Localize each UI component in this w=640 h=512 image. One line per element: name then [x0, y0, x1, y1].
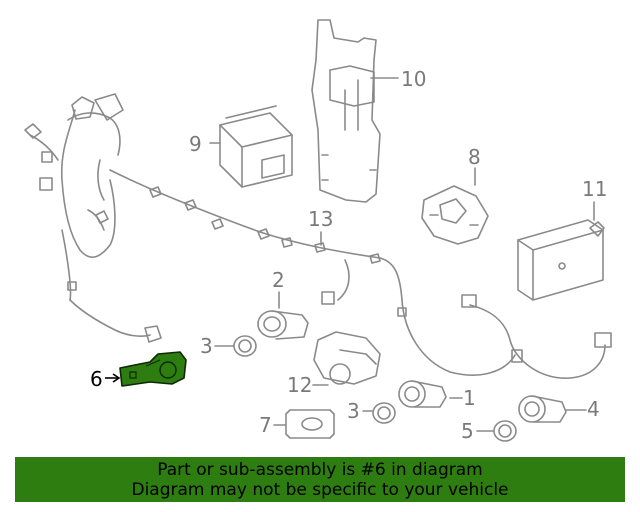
control-module-9 — [219, 105, 293, 188]
sensor-1 — [398, 380, 447, 408]
bracket-7 — [285, 409, 335, 439]
callout-1: 1 — [463, 386, 476, 410]
callout-3-upper: 3 — [200, 334, 213, 358]
callout-5: 5 — [461, 419, 474, 443]
callout-8: 8 — [468, 145, 481, 169]
banner-line-2: Diagram may not be specific to your vehi… — [131, 480, 509, 500]
grommet-5 — [493, 420, 517, 442]
callout-2: 2 — [272, 268, 285, 292]
sensor-4 — [518, 395, 567, 423]
bracket-8 — [421, 185, 489, 245]
callout-4: 4 — [587, 397, 600, 421]
sensor-2 — [257, 310, 309, 340]
bracket-10 — [311, 19, 381, 203]
callout-9: 9 — [189, 132, 202, 156]
parts-diagram: 10 9 8 11 13 2 3 6 12 1 3 4 7 5 — [24, 19, 612, 443]
grommet-3-upper — [233, 335, 257, 357]
callout-3-lower: 3 — [347, 399, 360, 423]
highlighted-part-6[interactable] — [119, 351, 187, 387]
wiring-harness-left — [24, 93, 162, 343]
arrow-head-6 — [112, 373, 121, 383]
callout-11: 11 — [582, 177, 607, 201]
main-harness — [109, 169, 612, 379]
callout-6[interactable]: 6 — [90, 367, 103, 391]
callout-7: 7 — [259, 413, 272, 437]
callout-10: 10 — [401, 67, 426, 91]
control-module-11 — [517, 219, 605, 301]
callout-12: 12 — [287, 373, 312, 397]
banner-line-1: Part or sub-assembly is #6 in diagram — [157, 460, 483, 480]
grommet-3-lower — [372, 402, 396, 424]
sensor-12 — [313, 331, 381, 385]
callout-13: 13 — [308, 207, 333, 231]
leader-lines — [209, 77, 595, 432]
info-banner: Part or sub-assembly is #6 in diagram Di… — [15, 457, 625, 502]
